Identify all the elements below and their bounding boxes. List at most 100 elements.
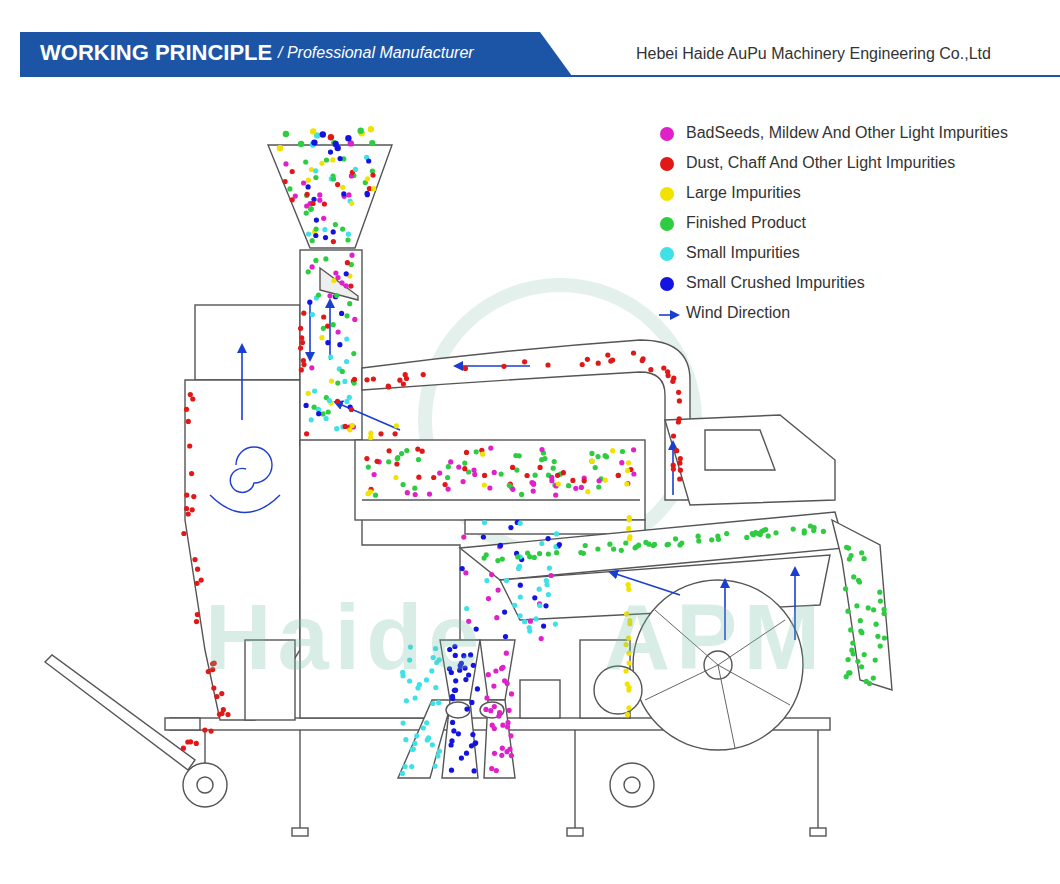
particle (472, 741, 477, 746)
particle (864, 679, 869, 684)
particle (219, 691, 224, 696)
particle (525, 550, 530, 555)
particle (287, 186, 292, 191)
legend-swatch (660, 217, 674, 231)
particle (333, 270, 338, 275)
particle (181, 746, 186, 751)
particle (552, 459, 557, 464)
legend-swatch (660, 127, 674, 141)
particle (539, 457, 544, 462)
particle (709, 537, 714, 542)
particle (616, 473, 621, 478)
particle (337, 342, 342, 347)
particle (582, 478, 587, 483)
particle (338, 156, 343, 161)
particle (589, 459, 594, 464)
particle (878, 644, 883, 649)
particle (554, 531, 559, 536)
particle (290, 169, 295, 174)
particle (484, 578, 489, 583)
particle (326, 409, 331, 414)
particle (696, 538, 701, 543)
particle (696, 534, 701, 539)
particle (811, 528, 816, 533)
particle (674, 448, 679, 453)
particle (627, 515, 632, 520)
particle (303, 159, 308, 164)
particle (184, 493, 189, 498)
particle (488, 446, 493, 451)
particle (335, 275, 340, 280)
particle (616, 473, 621, 478)
particle (313, 233, 318, 238)
particle (341, 191, 346, 196)
particle (750, 531, 755, 536)
particle (309, 417, 314, 422)
particle (494, 768, 499, 773)
particle (395, 456, 400, 461)
particle (336, 329, 341, 334)
particle (766, 533, 771, 538)
particle (316, 411, 321, 416)
particle (403, 764, 408, 769)
particle (321, 314, 326, 319)
particle (677, 476, 682, 481)
particle (677, 398, 682, 403)
particle (335, 182, 340, 187)
particle (544, 578, 549, 583)
particle (631, 447, 636, 452)
particle (304, 211, 309, 216)
particle (871, 676, 876, 681)
particle (404, 698, 409, 703)
particle (589, 451, 594, 456)
particle (322, 201, 327, 206)
particle (221, 707, 226, 712)
particle (882, 607, 887, 612)
legend-swatch (660, 157, 674, 171)
particle (464, 450, 469, 455)
particle (307, 300, 312, 305)
particle (460, 566, 465, 571)
particle (849, 553, 854, 558)
particle (539, 447, 544, 452)
particle (596, 484, 601, 489)
particle (309, 206, 314, 211)
particle (845, 609, 850, 614)
particle (330, 157, 335, 162)
particle (631, 350, 636, 355)
particle (525, 473, 530, 478)
particle (452, 688, 457, 693)
particle (345, 313, 350, 318)
particle (305, 192, 310, 197)
particle (500, 723, 505, 728)
particle (347, 301, 352, 306)
particle (365, 176, 370, 181)
particle (882, 635, 887, 640)
particle (651, 543, 656, 548)
particle (449, 768, 454, 773)
particle (387, 448, 392, 453)
particle (320, 131, 326, 137)
particle (555, 473, 560, 478)
particle (421, 725, 426, 730)
particle (557, 542, 562, 547)
particle (677, 461, 682, 466)
particle (190, 396, 195, 401)
particle (366, 158, 371, 163)
legend-text: Dust, Chaff And Other Light Impurities (686, 154, 955, 172)
particle (553, 493, 558, 498)
particle (482, 473, 487, 478)
particle (464, 707, 469, 712)
header-rule (20, 75, 1060, 77)
particle (470, 732, 475, 737)
particle (515, 554, 520, 559)
particle (648, 367, 653, 372)
particle (580, 362, 585, 367)
particle (583, 543, 588, 548)
legend-text: Finished Product (686, 214, 806, 232)
particle (413, 492, 418, 497)
particle (461, 535, 466, 540)
particle (516, 566, 521, 571)
particle (556, 481, 561, 486)
